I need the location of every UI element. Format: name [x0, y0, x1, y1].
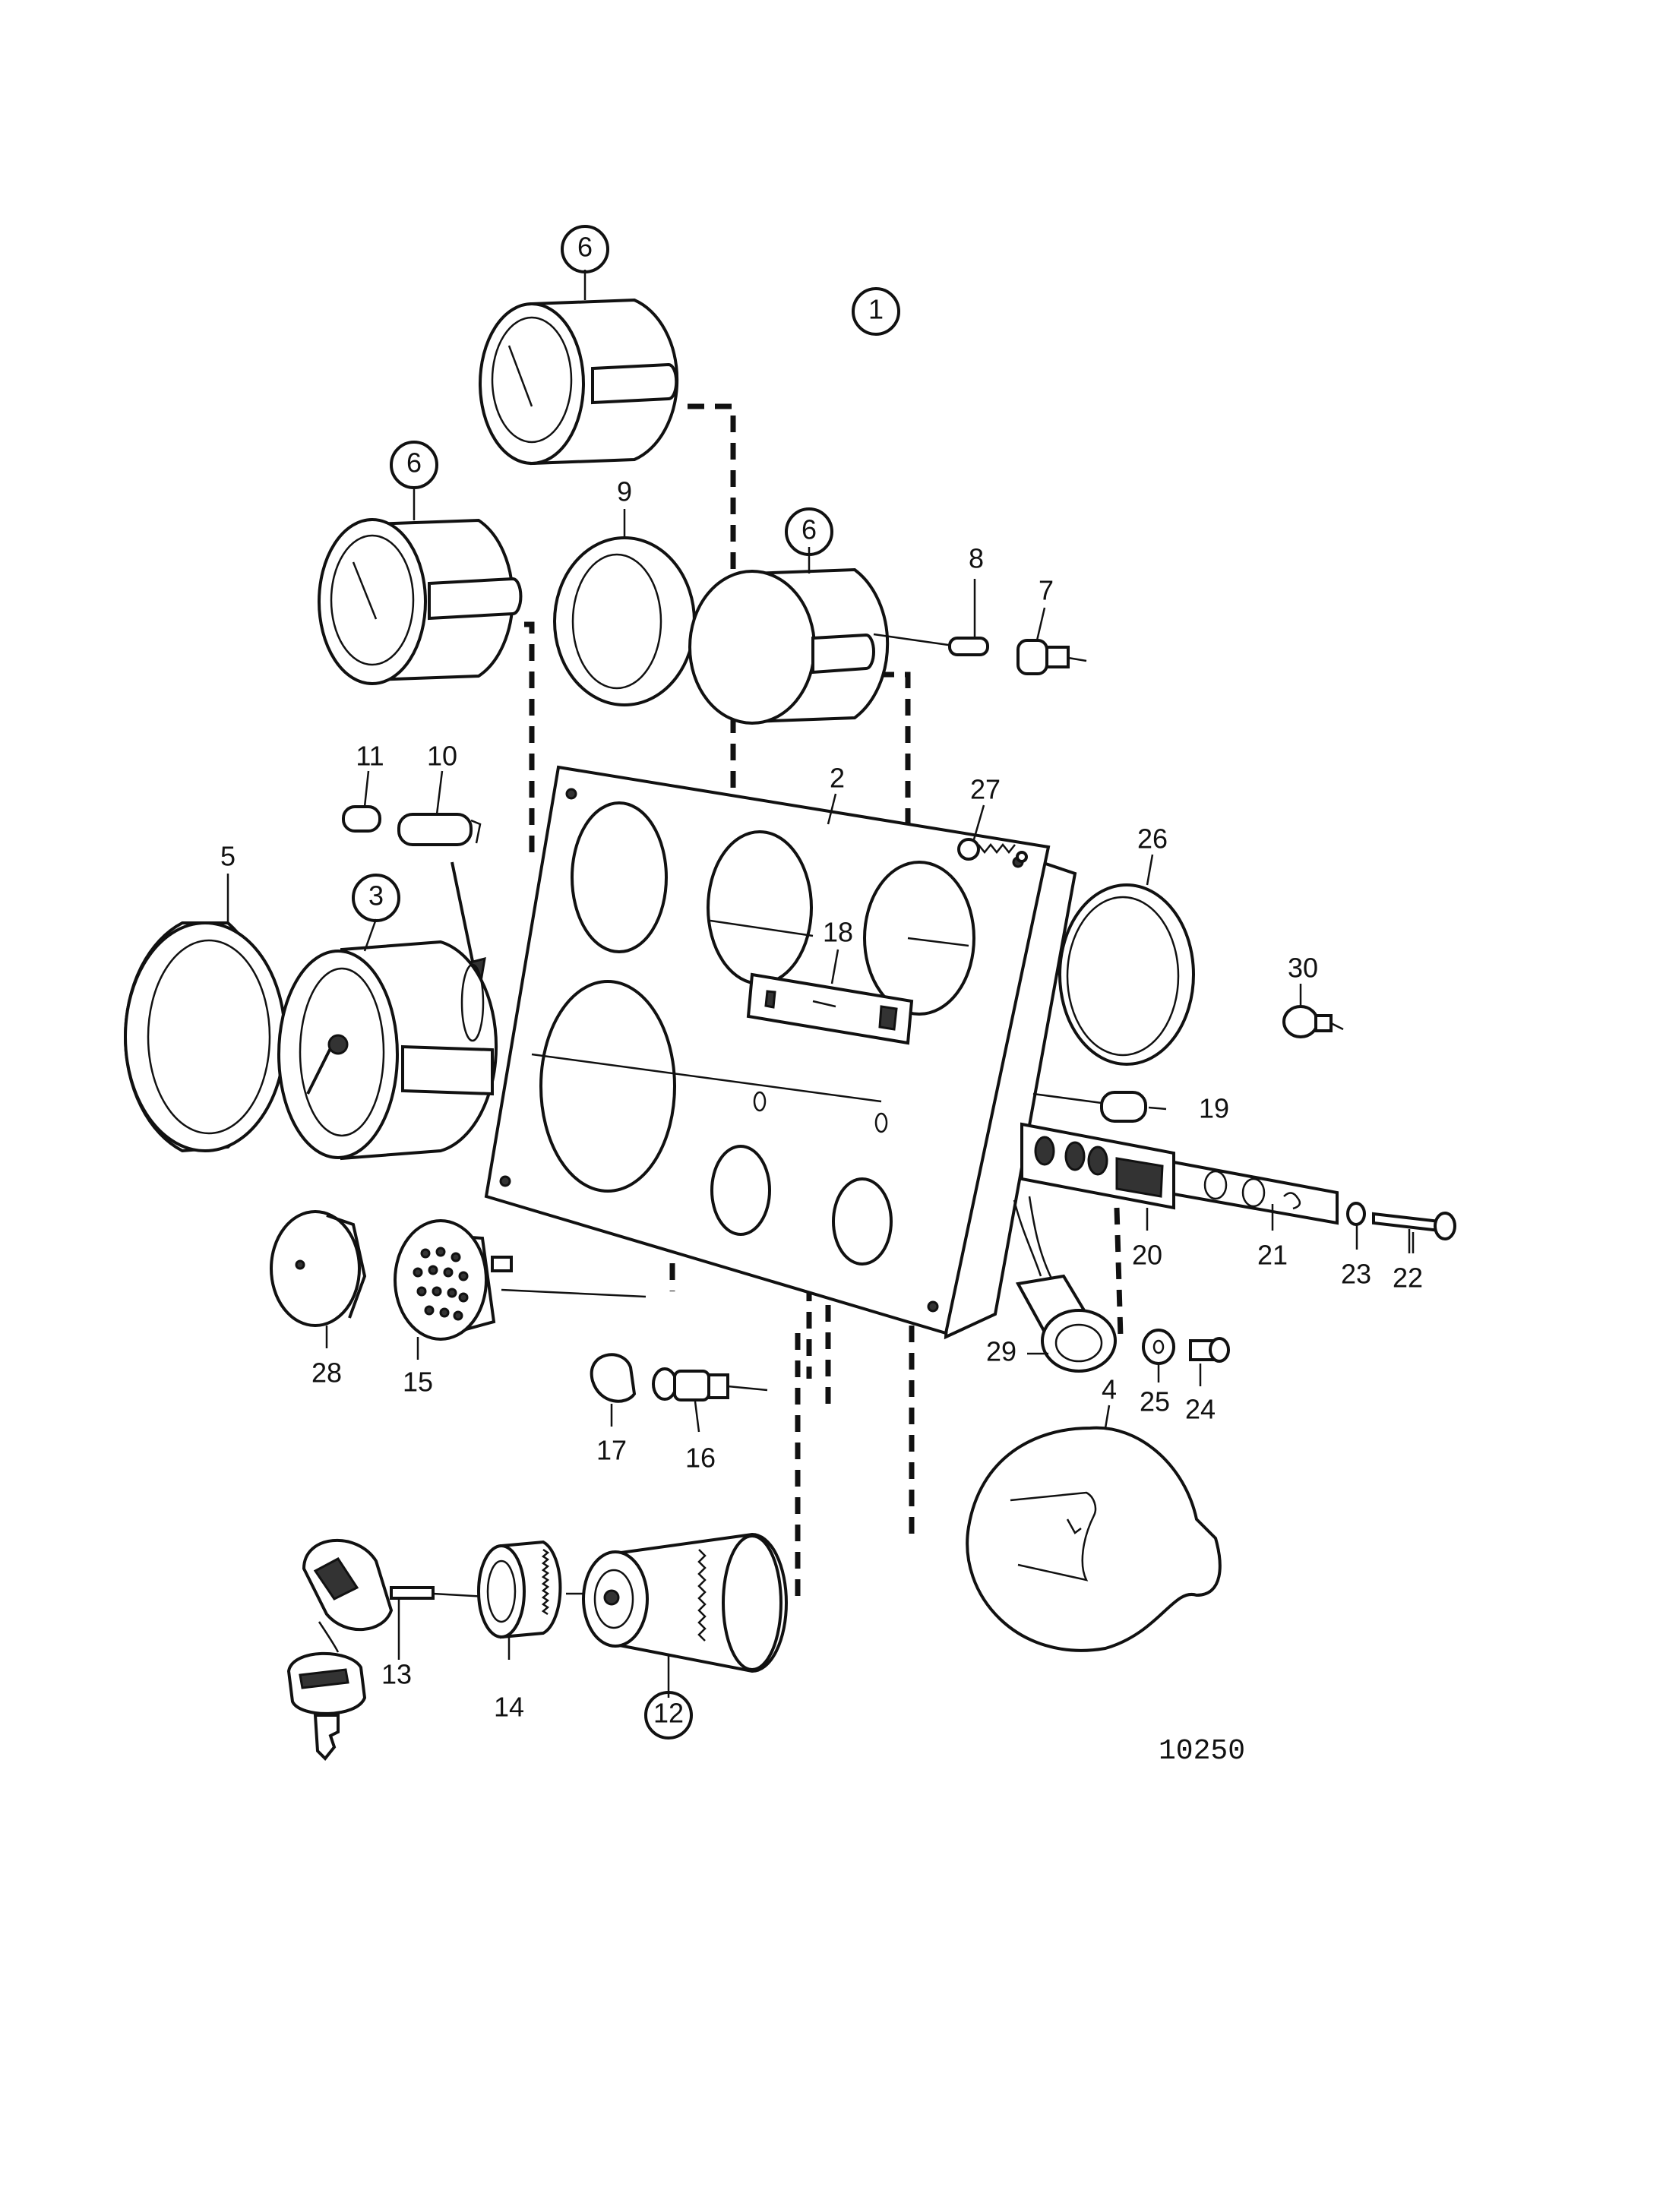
label-27: 27: [970, 774, 1001, 805]
cover-28: [270, 1210, 367, 1327]
lamp-holder-7: [1016, 639, 1087, 675]
lamp-30: [1282, 1005, 1344, 1038]
label-circles: [352, 225, 900, 1740]
label-21: 21: [1257, 1240, 1288, 1271]
label-28: 28: [311, 1357, 342, 1389]
ignition-key-13: [286, 1538, 487, 1761]
gauge-top: [479, 298, 679, 466]
label-24: 24: [1185, 1394, 1216, 1425]
label-2: 2: [830, 763, 845, 794]
ignition-switch-12: [582, 1532, 788, 1673]
label-4: 4: [1102, 1374, 1117, 1405]
label-12: 12: [653, 1698, 684, 1729]
speaker-grille: [413, 1247, 469, 1321]
label-14: 14: [494, 1692, 524, 1723]
label-9: 9: [617, 476, 632, 507]
mounting-bezel-4: [966, 1426, 1222, 1652]
label-26: 26: [1137, 823, 1168, 855]
label-10: 10: [427, 741, 457, 772]
drawing-reference-number: 10250: [1159, 1735, 1245, 1768]
bezel-ring-5: [124, 921, 286, 1153]
label-16: 16: [685, 1443, 716, 1474]
label-7: 7: [1039, 575, 1054, 606]
washer-23: [1346, 1202, 1366, 1226]
label-19: 19: [1199, 1093, 1229, 1124]
leader-lines: [226, 270, 1415, 1698]
label-1: 1: [868, 294, 884, 325]
bulb-19: [1032, 1091, 1167, 1123]
bolt-22: [1372, 1212, 1456, 1240]
label-plate-18: [746, 972, 914, 1045]
ring-26: [1058, 883, 1195, 1066]
label-17: 17: [596, 1435, 627, 1466]
label-6-right: 6: [801, 514, 817, 545]
bulb-8: [948, 637, 989, 656]
ring-9: [553, 536, 696, 706]
label-8: 8: [969, 543, 984, 574]
label-23: 23: [1341, 1259, 1371, 1290]
knob-17: [590, 1353, 637, 1403]
label-25: 25: [1140, 1386, 1170, 1417]
label-29: 29: [986, 1336, 1016, 1367]
label-6-top: 6: [577, 232, 593, 263]
switch-16: [652, 1367, 768, 1401]
label-20: 20: [1132, 1240, 1162, 1271]
label-30: 30: [1288, 953, 1318, 984]
gauge-left: [318, 518, 523, 685]
gauge-right: [688, 567, 954, 725]
screw-24: [1189, 1337, 1230, 1363]
label-15: 15: [403, 1367, 433, 1398]
screw-27: [957, 838, 1028, 863]
label-5: 5: [220, 841, 236, 872]
tachometer-3: [277, 940, 498, 1161]
bulb-11: [342, 805, 381, 833]
panel-2: [484, 765, 1077, 1340]
washer-25: [1142, 1329, 1175, 1365]
label-22: 22: [1393, 1262, 1423, 1294]
bracket-20: [1020, 1122, 1175, 1210]
label-3: 3: [368, 880, 384, 912]
bracket-21: [1172, 1160, 1339, 1225]
label-13: 13: [381, 1659, 412, 1690]
nut-14: [477, 1540, 589, 1639]
label-18: 18: [823, 917, 853, 948]
buzzer-29: [1013, 1196, 1117, 1373]
buzzer-15: [394, 1219, 647, 1341]
label-11: 11: [356, 741, 384, 772]
item-labels: 1 2 3 4 5 6 6 6 7 8 9 10 11 12 13 14 15 …: [220, 232, 1423, 1729]
label-6-left: 6: [406, 447, 422, 479]
